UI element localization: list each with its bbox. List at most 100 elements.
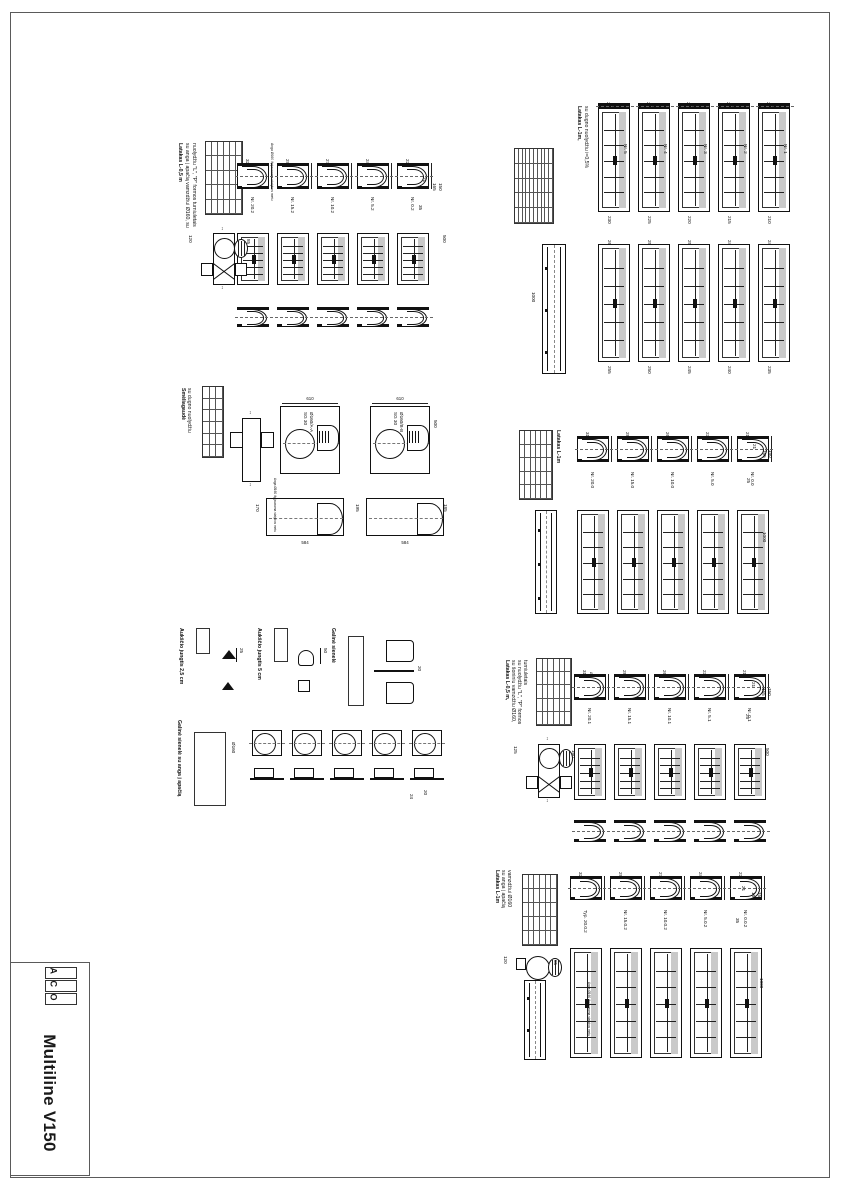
part-number: Nr. 10.0.2	[663, 910, 668, 930]
spec-cell	[525, 485, 531, 499]
accessory-label-2: Aukščio jungtis 5 cm	[256, 628, 262, 680]
leader-note: Anga Ø160 išpjaunama statybos metu	[270, 143, 274, 201]
channel-plan-view	[690, 948, 722, 1058]
channel-plan-long	[542, 244, 566, 374]
sump-elevation-b	[370, 406, 430, 474]
spec-cell	[546, 431, 552, 445]
note-line-3: nuolydžiu "L", "P" formos turniuletais	[191, 143, 197, 227]
spec-cell	[545, 193, 550, 209]
dim-bottom: 225	[647, 216, 652, 224]
spec-cell	[522, 178, 527, 194]
channel-cross-section	[695, 436, 733, 462]
sump-dim-1: 120	[503, 956, 508, 964]
sump-dim-1: 120	[188, 235, 193, 243]
part-number: Nr. 10.2	[330, 197, 335, 214]
spec-cell	[526, 178, 531, 194]
spec-cell	[206, 199, 212, 214]
spec-cell	[549, 193, 553, 209]
spec-cell	[523, 875, 529, 889]
spec-cell	[212, 156, 218, 171]
side-dim-4: 35	[418, 205, 423, 211]
part-number: Nr. 0.2	[410, 197, 415, 211]
spec-cell	[533, 178, 538, 194]
part-number: Typ. 20.0.2	[583, 910, 588, 933]
spec-cell	[546, 458, 552, 472]
spec-cell	[549, 149, 553, 164]
spec-cell	[216, 410, 223, 422]
side-dim-2: 165	[751, 892, 756, 900]
spec-cell	[530, 208, 534, 223]
spec-cell	[224, 142, 230, 157]
spec-cell	[209, 387, 217, 399]
spec-cell	[236, 199, 242, 214]
bottom-diameter: Ø160	[231, 742, 236, 754]
spec-cell	[525, 444, 531, 459]
spec-table	[514, 148, 554, 224]
channel-plan-view	[397, 233, 429, 285]
spec-cell	[548, 698, 554, 712]
spec-cell	[522, 193, 527, 209]
channel-profile-section	[572, 820, 610, 842]
side-dim-1: 21	[741, 886, 746, 892]
spec-cell	[203, 398, 210, 411]
channel-plan-view	[678, 108, 710, 212]
accessory-dim-2: 50	[323, 648, 328, 654]
spec-cell	[522, 163, 527, 179]
spec-cell	[530, 485, 536, 499]
drawing-group-bottom-right: Latakas L-1m su anga į apačią vamzdžiui …	[492, 862, 792, 1062]
spec-cell	[528, 889, 535, 903]
spec-table-4	[194, 732, 226, 806]
leader-note: Anga Ø160 išpjaunama statybos metu	[587, 982, 591, 1037]
dim-bottom: 245	[687, 366, 692, 374]
spec-cell	[542, 659, 549, 673]
channel-cross-section	[735, 436, 773, 462]
spec-cell	[534, 917, 540, 931]
channel-plan-view	[598, 244, 630, 362]
height-adapter-icon-2	[298, 650, 314, 666]
accessory-dim-3: 20	[417, 666, 422, 672]
spec-cell	[539, 917, 546, 931]
drawing-group-mid-left: Smėliagaudė su dugno nuolydžiu ↕ ↕ SG 30…	[180, 382, 455, 567]
outlet-circle-icon	[334, 733, 356, 755]
channel-plan-view	[694, 744, 726, 800]
label-b1: SG 30	[393, 412, 398, 426]
end-wall-base	[250, 778, 284, 780]
spec-table	[522, 874, 558, 946]
spec-cell	[541, 163, 546, 179]
height-adapter-icon-1	[222, 650, 236, 659]
spec-table	[202, 386, 224, 458]
spec-cell	[537, 178, 542, 194]
channel-cross-section	[608, 876, 646, 900]
spec-cell	[545, 917, 552, 931]
sump-dim-2: 160	[571, 750, 576, 758]
channel-cross-section	[732, 674, 770, 700]
spec-cell	[553, 698, 560, 712]
product-title: Multiline V150	[40, 1034, 59, 1152]
spec-cell	[541, 208, 546, 223]
spec-cell	[218, 199, 224, 214]
side-dim-4: 25	[746, 478, 751, 484]
length-dim: 500	[442, 235, 447, 243]
length-dim: 1000	[762, 532, 767, 543]
spec-cell	[545, 178, 550, 194]
sump-section-b	[366, 498, 444, 536]
channel-cross-section	[395, 163, 433, 189]
channel-profile-section	[275, 307, 313, 327]
title-block: A C O Multiline V150	[10, 962, 90, 1176]
spec-cell	[545, 208, 550, 223]
spec-cell	[553, 711, 560, 725]
channel-plan-view	[654, 744, 686, 800]
spec-cell	[206, 142, 212, 157]
length-dim: 1000	[531, 292, 536, 303]
spec-cell	[559, 659, 566, 673]
channel-profile-section	[732, 820, 770, 842]
spec-cell	[522, 149, 527, 164]
channel-plan-long	[524, 980, 546, 1060]
channel-cross-section	[688, 876, 726, 900]
note-line-2: su anga į apačią vamzdžiui Ø160, su	[184, 143, 190, 228]
end-wall-outlet-section	[254, 768, 274, 778]
spec-cell	[526, 149, 531, 164]
part-number: Nr. 10.1	[667, 708, 672, 725]
spec-cell	[565, 711, 571, 725]
drawing-group-accessories: Aukščio jungtis 2,5 cm 25 Aukščio jungti…	[176, 622, 448, 812]
